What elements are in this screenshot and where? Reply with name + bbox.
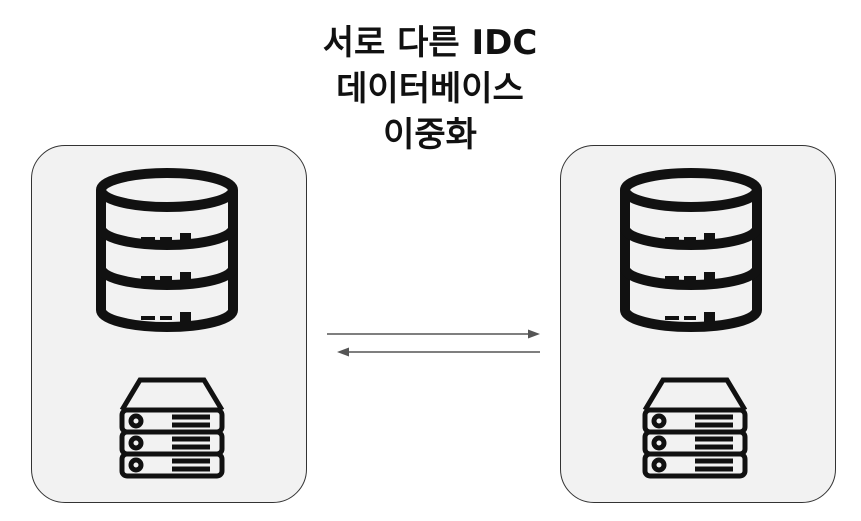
title-line-1: 서로 다른 IDC: [322, 23, 538, 63]
idc-panel-left: [31, 145, 307, 503]
server-rack-icon: [642, 377, 748, 479]
server-rack-icon: [119, 377, 225, 479]
diagram-title: 서로 다른 IDC 데이터베이스 이중화: [230, 20, 630, 158]
database-icon: [620, 168, 762, 332]
title-line-3: 이중화: [383, 115, 477, 155]
idc-panel-right: [560, 145, 836, 503]
arrow-left-to-right: [327, 329, 540, 339]
arrow-right-to-left: [337, 347, 540, 357]
title-line-2: 데이터베이스: [336, 69, 524, 109]
database-icon: [96, 168, 238, 332]
